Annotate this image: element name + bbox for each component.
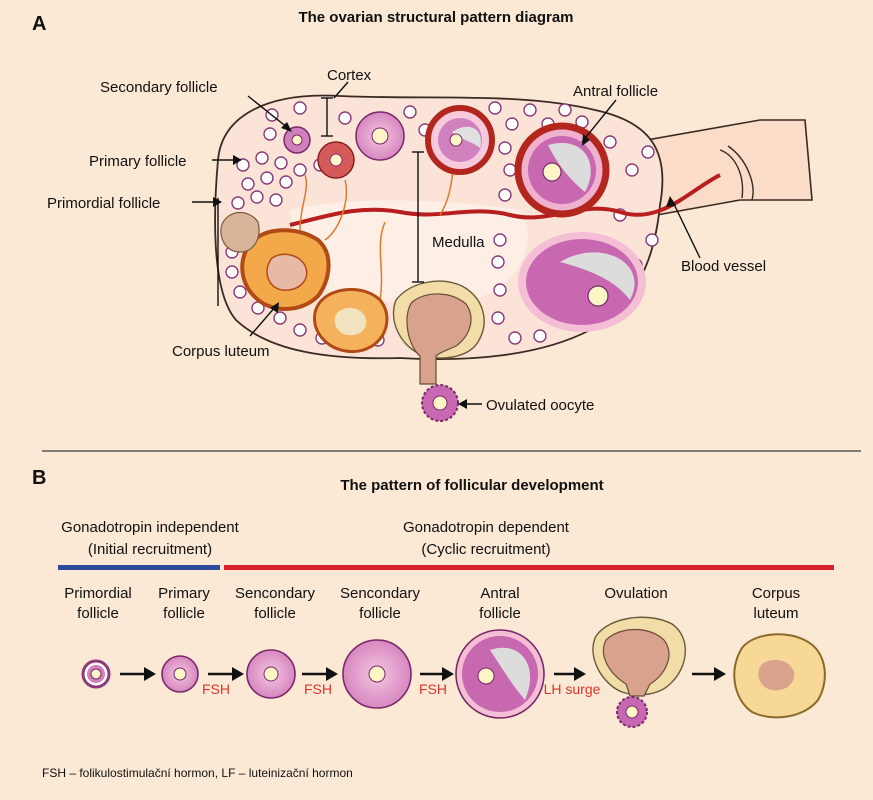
hormone-fsh-2: FSH (304, 681, 332, 697)
dependent-line2: (Cyclic recruitment) (421, 541, 550, 558)
stage-secondary-1 (246, 649, 296, 699)
label-antral-follicle: Antral follicle (573, 83, 658, 100)
ovary-illustration (192, 81, 813, 422)
panel-b-letter: B (32, 467, 46, 489)
stage-label-4a: Sencondary (340, 585, 421, 602)
hormone-lh-surge: LH surge (544, 681, 601, 697)
stage-label-6a: Ovulation (604, 585, 667, 602)
stage-ovulation (592, 616, 687, 728)
stage-antral (455, 629, 545, 719)
stage-label-5a: Antral (480, 585, 519, 602)
stage-secondary-2 (342, 639, 412, 709)
label-cortex: Cortex (327, 67, 372, 84)
stage-label-5b: follicle (479, 605, 521, 622)
stage-label-3a: Sencondary (235, 585, 316, 602)
label-primary-follicle: Primary follicle (89, 153, 187, 170)
stage-label-2a: Primary (158, 585, 210, 602)
stage-corpus-luteum (733, 633, 826, 719)
label-ovulated-oocyte: Ovulated oocyte (486, 397, 594, 414)
stage-label-1a: Primordial (64, 585, 132, 602)
stage-primary (161, 655, 199, 693)
stage-arrows (120, 667, 726, 681)
stage-label-4b: follicle (359, 605, 401, 622)
dependent-line1: Gonadotropin dependent (403, 519, 570, 536)
dependent-bar (224, 565, 834, 570)
independent-line1: Gonadotropin independent (61, 519, 239, 536)
hormone-fsh-3: FSH (419, 681, 447, 697)
stage-primordial (81, 659, 111, 689)
panel-b-title: The pattern of follicular development (340, 477, 603, 494)
label-secondary-follicle: Secondary follicle (100, 79, 218, 96)
stage-label-7a: Corpus (752, 585, 800, 602)
hormone-fsh-1: FSH (202, 681, 230, 697)
stage-label-2b: follicle (163, 605, 205, 622)
label-corpus-luteum: Corpus luteum (172, 343, 270, 360)
stage-label-3b: follicle (254, 605, 296, 622)
independent-line2: (Initial recruitment) (88, 541, 212, 558)
stage-label-7b: luteum (753, 605, 798, 622)
label-blood-vessel: Blood vessel (681, 258, 766, 275)
label-primordial-follicle: Primordial follicle (47, 195, 160, 212)
footnote: FSH – folikulostimulační hormon, LF – lu… (42, 766, 353, 780)
stage-label-1b: follicle (77, 605, 119, 622)
panel-a-title: The ovarian structural pattern diagram (298, 9, 573, 26)
label-medulla: Medulla (432, 234, 485, 251)
panel-a-letter: A (32, 13, 46, 35)
independent-bar (58, 565, 220, 570)
